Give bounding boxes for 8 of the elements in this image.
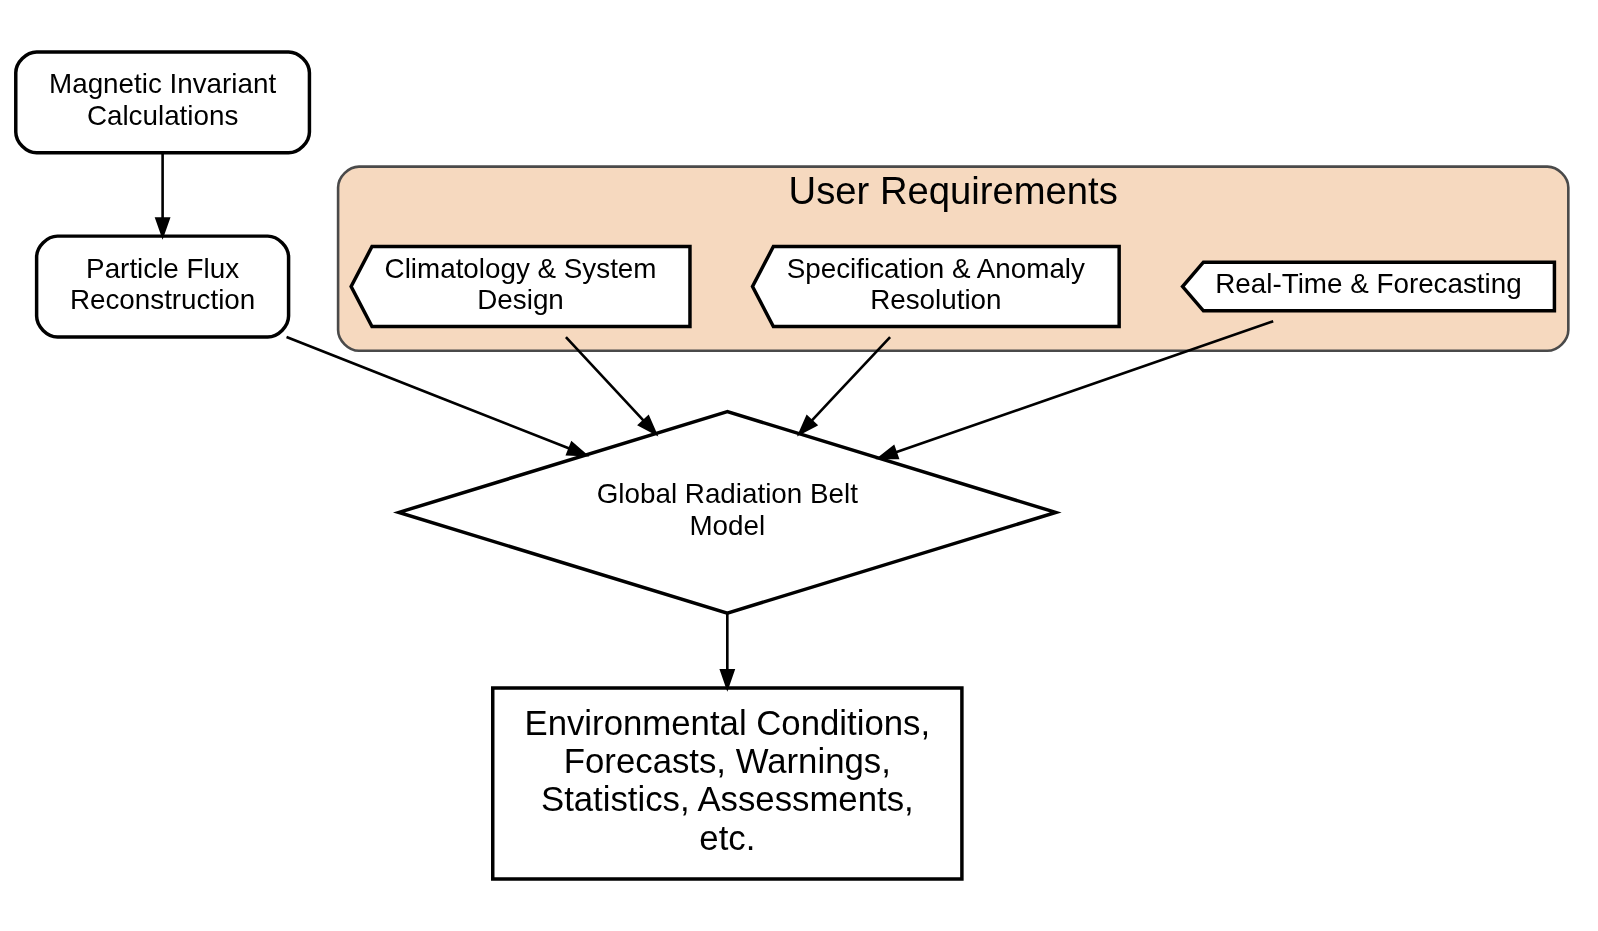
arrow <box>154 152 171 240</box>
arrow <box>719 613 736 692</box>
node-box: Magnetic Invariant Calculations <box>14 50 312 155</box>
node-box: Particle Flux Reconstruction <box>34 234 291 339</box>
arrow <box>875 320 1274 460</box>
node-diamond: Global Radiation Belt Model <box>393 409 1062 616</box>
arrow <box>286 335 590 457</box>
node-box: Environmental Conditions, Forecasts, Warnings, Statistics, Assessments, etc. <box>491 686 964 881</box>
